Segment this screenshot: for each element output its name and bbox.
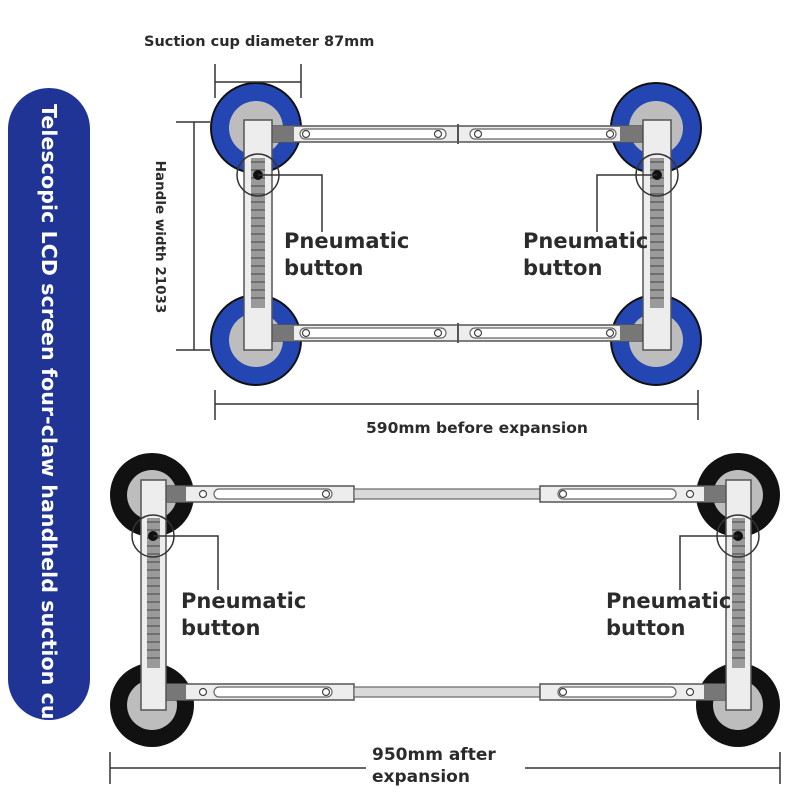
button-word: button — [523, 256, 603, 280]
adjust-screw-icon — [301, 129, 311, 139]
banner-title: Telescopic LCD screen four-claw handheld… — [37, 104, 61, 735]
after-expansion-label: 950mm after expansion — [372, 744, 496, 788]
pneumatic-word: Pneumatic — [523, 229, 649, 253]
button-word: button — [606, 616, 686, 640]
pneumatic-word: Pneumatic — [284, 229, 410, 253]
adjust-screw-icon — [433, 129, 443, 139]
tool-after-expansion — [109, 453, 781, 784]
pneumatic-button-label-bottom-left: Pneumatic button — [181, 588, 306, 642]
bottom-bar — [271, 323, 643, 343]
bottom-bar-extended — [163, 683, 727, 701]
button-word: button — [181, 616, 261, 640]
after-line-1: 950mm after — [372, 745, 496, 765]
pneumatic-button-icon — [236, 153, 323, 232]
pneumatic-button-icon — [679, 514, 760, 590]
right-handle-extended — [725, 479, 752, 711]
top-bar-extended — [163, 485, 727, 503]
cup-diameter-dimension — [214, 64, 302, 98]
pneumatic-word: Pneumatic — [181, 589, 307, 613]
pneumatic-button-icon — [131, 514, 219, 590]
handle-width-dimension — [150, 121, 210, 351]
before-width-dimension — [214, 390, 699, 420]
left-handle-extended — [140, 479, 167, 711]
button-word: button — [284, 256, 364, 280]
pneumatic-button-label-bottom-right: Pneumatic button — [606, 588, 731, 642]
after-width-dimension — [109, 752, 781, 784]
after-line-2: expansion — [372, 767, 470, 787]
tool-before-expansion — [150, 64, 702, 420]
pneumatic-button-label-top-right: Pneumatic button — [523, 228, 648, 282]
cup-diameter-label: Suction cup diameter 87mm — [144, 34, 375, 50]
side-title-banner: Telescopic LCD screen four-claw handheld… — [8, 88, 90, 735]
pneumatic-button-icon — [596, 153, 679, 232]
handle-width-label: Handle width 21033 — [152, 160, 168, 314]
pneumatic-button-label-top-left: Pneumatic button — [284, 228, 409, 282]
top-bar — [271, 124, 643, 144]
pneumatic-word: Pneumatic — [606, 589, 732, 613]
adjust-screw-icon — [473, 129, 483, 139]
before-expansion-label: 590mm before expansion — [366, 419, 588, 437]
adjust-screw-icon — [605, 129, 615, 139]
